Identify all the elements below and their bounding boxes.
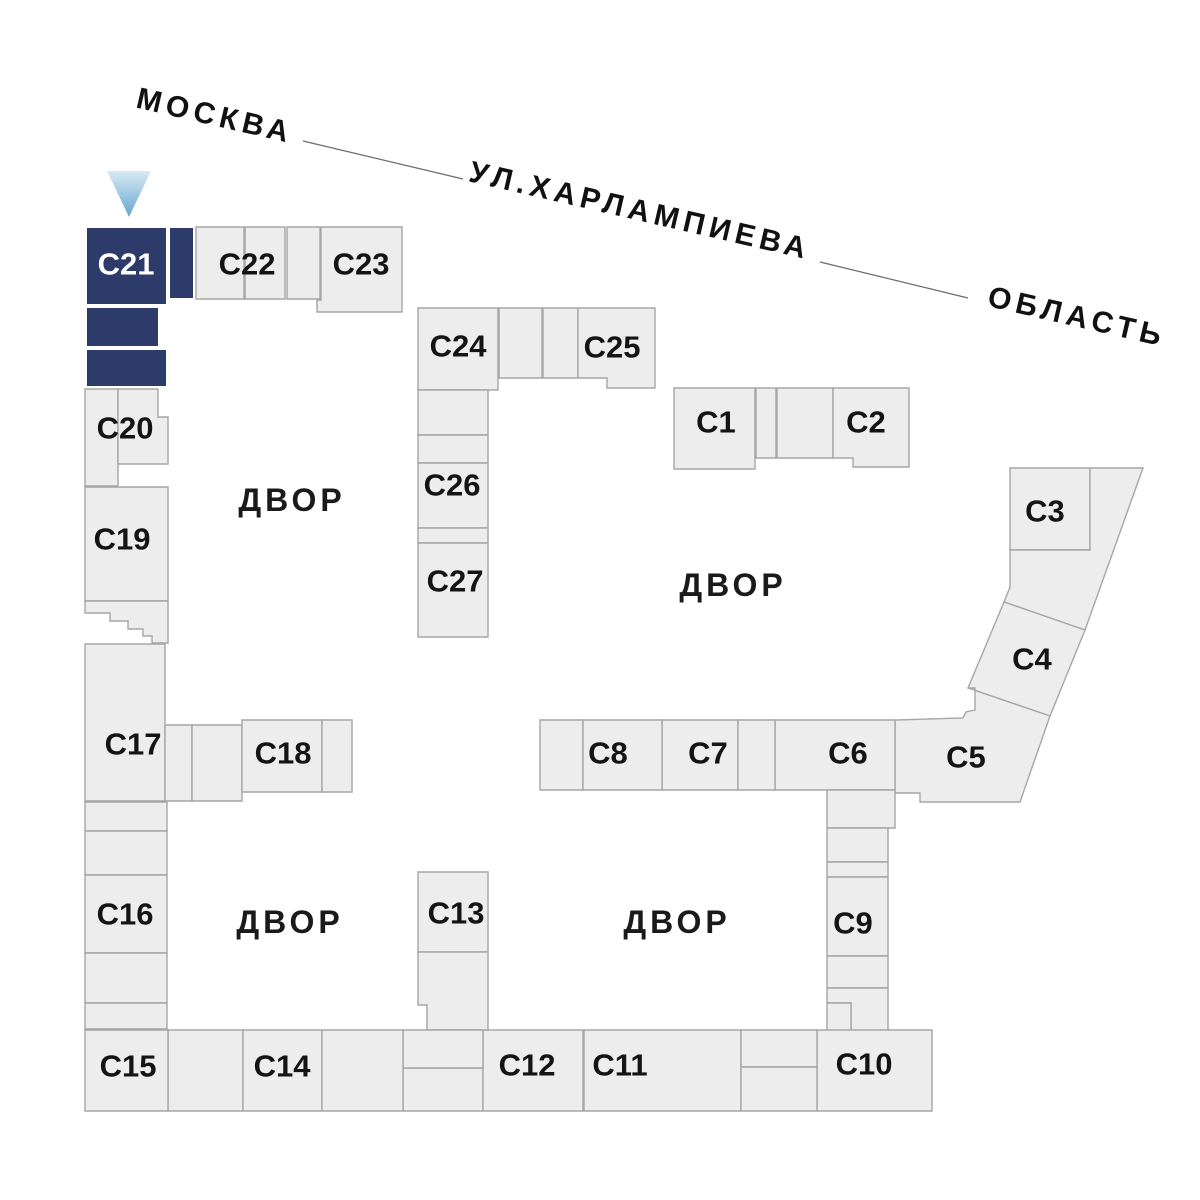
building-c21-cell-3[interactable] (85, 306, 160, 348)
building-c22-cell-2[interactable] (244, 226, 286, 300)
building-c7-cell-2[interactable] (737, 719, 776, 791)
building-c19-cell-1[interactable] (84, 486, 169, 602)
building-c24-cell-3[interactable] (542, 307, 579, 379)
building-c3-cell-1[interactable] (1009, 467, 1091, 551)
building-c20-cell-2[interactable] (117, 388, 169, 465)
selected-building-marker-icon (107, 171, 151, 217)
building-c26-cell-2[interactable] (417, 434, 489, 464)
building-c24-cell-2[interactable] (498, 307, 543, 379)
building-c16-cell-3[interactable] (84, 874, 168, 954)
building-c9-cell-1[interactable] (826, 789, 896, 829)
building-c22-cell-3[interactable] (286, 226, 321, 300)
courtyard-label-3: ДВОР (236, 904, 343, 940)
building-c8-cell-1[interactable] (539, 719, 584, 791)
building-c9-cell-3[interactable] (826, 861, 889, 878)
building-c18-cell-1[interactable] (241, 719, 323, 793)
building-c6-cell-1[interactable] (774, 719, 896, 791)
building-c2-cell-1[interactable] (832, 387, 910, 468)
building-c14-cell-1[interactable] (167, 1029, 244, 1112)
building-c25-cell-1[interactable] (577, 307, 656, 389)
building-c11-cell-3[interactable] (740, 1066, 818, 1112)
building-c15-cell-1[interactable] (84, 1029, 169, 1112)
building-c16-cell-5[interactable] (84, 1002, 168, 1030)
building-c24-cell-1[interactable] (417, 307, 499, 391)
building-c8-cell-2[interactable] (582, 719, 663, 791)
building-c22-cell-1[interactable] (195, 226, 245, 300)
building-c26-cell-4[interactable] (417, 527, 489, 544)
building-c9-cell-7[interactable] (826, 1002, 852, 1033)
building-c14-cell-2[interactable] (242, 1029, 323, 1112)
building-c1-cell-3[interactable] (776, 387, 834, 459)
courtyard-label-1: ДВОР (238, 482, 345, 518)
building-c11-cell-2[interactable] (740, 1029, 818, 1068)
building-c21-cell-4[interactable] (85, 348, 168, 388)
building-c12-cell-1[interactable] (402, 1067, 484, 1112)
building-c13-cell-2[interactable] (417, 951, 489, 1031)
street-line-2 (819, 261, 969, 299)
building-c21-cell-1[interactable] (85, 226, 168, 306)
building-c26-cell-3[interactable] (417, 462, 489, 529)
building-c17-cell-3[interactable] (191, 724, 243, 802)
building-c13-cell-1[interactable] (417, 871, 489, 953)
building-c17-cell-1[interactable] (84, 643, 166, 802)
building-c17-cell-2[interactable] (164, 724, 193, 802)
building-c12-cell-2[interactable] (482, 1029, 584, 1112)
building-c14-cell-3[interactable] (321, 1029, 404, 1112)
building-c9-cell-2[interactable] (826, 827, 889, 863)
building-c20-cell-1[interactable] (84, 388, 119, 487)
courtyard-label-2: ДВОР (679, 567, 786, 603)
building-c9-cell-5[interactable] (826, 955, 889, 989)
building-c10-cell-1[interactable] (816, 1029, 933, 1112)
building-c16-cell-2[interactable] (84, 830, 168, 876)
building-c21-cell-2[interactable] (168, 226, 195, 300)
building-c26-cell-1[interactable] (417, 389, 489, 436)
building-c27-cell-1[interactable] (417, 542, 489, 638)
building-c19-cell-2[interactable] (84, 600, 169, 644)
building-c1-cell-2[interactable] (755, 387, 777, 459)
building-c23-cell-1[interactable] (316, 226, 403, 313)
buildings-layer (84, 226, 1144, 1112)
building-c1-cell-1[interactable] (673, 387, 756, 470)
building-c11-cell-1[interactable] (583, 1029, 742, 1112)
building-c13-cell-3[interactable] (402, 1029, 484, 1069)
building-c3-cell-2[interactable] (1003, 467, 1144, 631)
street-line-1 (302, 140, 464, 180)
building-c9-cell-4[interactable] (826, 876, 889, 957)
courtyard-label-4: ДВОР (623, 904, 730, 940)
building-c16-cell-4[interactable] (84, 952, 168, 1004)
building-c7-cell-1[interactable] (661, 719, 739, 791)
building-c16-cell-1[interactable] (84, 801, 168, 832)
building-c18-cell-2[interactable] (321, 719, 353, 793)
